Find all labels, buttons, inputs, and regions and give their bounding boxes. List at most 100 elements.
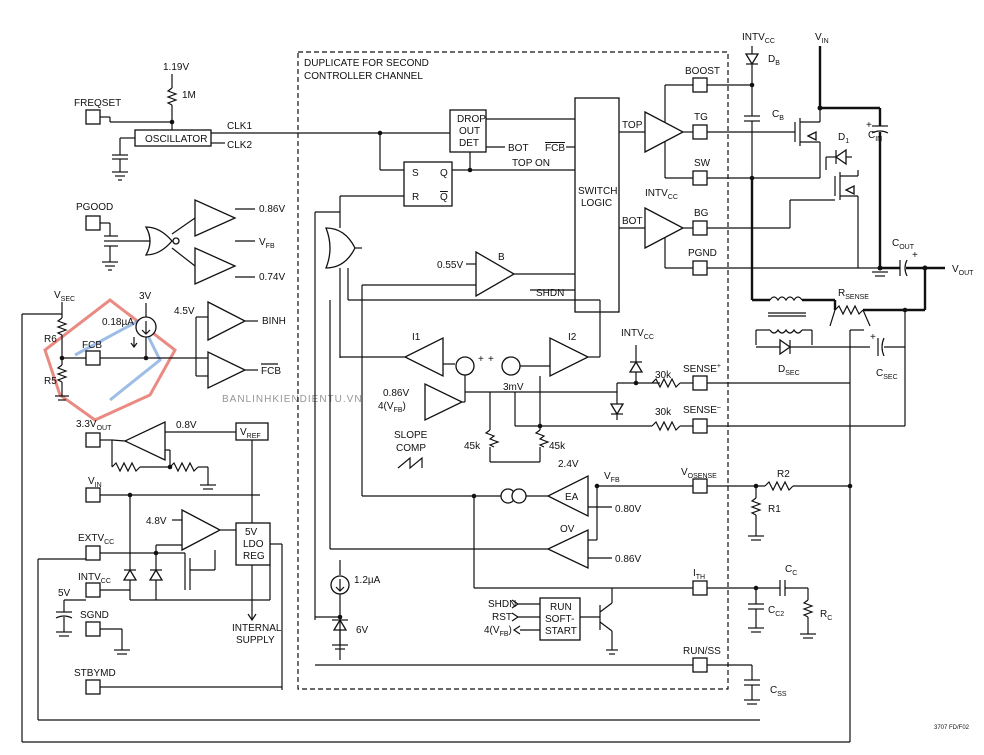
pin-sw-label: SW	[694, 158, 711, 169]
pin-3v3-out	[85, 432, 101, 448]
vref-label: VREF	[240, 427, 261, 440]
pin-ith	[692, 580, 708, 596]
pin-vsec-label: VSEC	[54, 290, 75, 303]
label-comp: COMP	[396, 443, 426, 454]
channel-boundary	[297, 51, 729, 690]
label-0-8v: 0.8V	[176, 420, 197, 431]
label-vout: VOUT	[952, 264, 974, 277]
comparator-fcb	[207, 350, 247, 390]
ldo-label-2: LDO	[243, 539, 264, 550]
ff-q: Q	[440, 168, 448, 179]
pin-extvcc-label: EXTVCC	[78, 533, 114, 546]
slope-comp-amp	[424, 382, 464, 422]
label-3mv: 3mV	[503, 382, 524, 393]
pin-pgood	[85, 215, 101, 231]
label-clk1: CLK1	[227, 121, 252, 132]
label-3v: 3V	[139, 291, 152, 302]
label-cb: CB	[772, 109, 784, 122]
label-r6: R6	[44, 334, 57, 345]
label-i1: I1	[412, 332, 421, 343]
pin-sense-plus-label: SENSE+	[683, 363, 721, 375]
comparator-ov-pgood	[194, 198, 237, 238]
ff-r: R	[412, 192, 419, 203]
pin-tg	[692, 124, 708, 140]
label-slope: SLOPE	[394, 430, 428, 441]
label-intvcc-bg: INTVCC	[645, 188, 678, 201]
error-amplifier	[546, 474, 589, 518]
label-2-4v: 2.4V	[558, 459, 579, 470]
comparator-binh	[207, 300, 247, 342]
pin-fcb	[85, 350, 101, 366]
comparator-uv-pgood	[194, 246, 237, 286]
label-clk2: CLK2	[227, 140, 252, 151]
label-top-on: TOP ON	[512, 158, 550, 169]
dropout-detector-block	[449, 109, 487, 153]
flip-flop	[403, 161, 453, 207]
label-rsense: RSENSE	[838, 288, 869, 301]
block-title-1: DUPLICATE FOR SECOND	[304, 58, 429, 69]
label-d1: D1	[838, 132, 849, 145]
label-fcb-in: FCB	[545, 143, 565, 154]
label-b: B	[498, 252, 505, 263]
label-vfb: VFB	[259, 237, 275, 250]
pin-boost	[692, 77, 708, 93]
watermark: BANLINHKIENDIENTU.VN	[43, 298, 362, 422]
label-0-18ua: 0.18µA	[102, 317, 134, 328]
pin-tg-label: TG	[694, 112, 708, 123]
run-softstart-block	[539, 597, 581, 641]
label-0-86v-b: 0.86V	[383, 388, 409, 399]
ff-qb: Q	[440, 192, 448, 203]
pin-sgnd	[85, 621, 101, 637]
pin-sense-minus	[692, 418, 708, 434]
current-comparator-i1	[403, 336, 444, 378]
dropout-label-3: DET	[459, 138, 479, 149]
gm-stage-2	[511, 488, 527, 504]
label-intvcc-db: INTVCC	[742, 32, 775, 45]
label-vin-top: VIN	[815, 32, 829, 45]
label-cout: COUT	[892, 238, 915, 251]
sum-plus-1: +	[478, 354, 484, 365]
label-0-55v: 0.55V	[437, 260, 463, 271]
pin-sense-minus-label: SENSE–	[683, 404, 721, 416]
label-r2: R2	[777, 469, 790, 480]
ldo-label-1: 5V	[245, 527, 258, 538]
runsoft-label-1: RUN	[550, 602, 572, 613]
pin-vosense-label: VOSENSE	[681, 467, 717, 480]
sum-plus-2: +	[488, 354, 494, 365]
dropout-label-1: DROP	[457, 114, 486, 125]
csec-plus: +	[870, 332, 876, 343]
comparator-b	[475, 250, 516, 298]
switch-logic-block	[574, 97, 620, 313]
ff-s: S	[412, 168, 419, 179]
pin-stbymd-label: STBYMD	[74, 668, 116, 679]
label-45k-1: 45k	[464, 441, 481, 452]
pin-bg-label: BG	[694, 208, 709, 219]
label-1-2ua: 1.2µA	[354, 575, 381, 586]
or-gate-reset	[325, 227, 356, 269]
label-4vfb: 4(VFB)	[378, 401, 406, 414]
bottom-gate-driver	[644, 206, 685, 250]
label-internal: INTERNAL	[232, 623, 282, 634]
ldo-label-3: REG	[243, 551, 265, 562]
label-5v: 5V	[58, 588, 71, 599]
runsoft-label-2: SOFT-	[545, 614, 574, 625]
current-comparator-i2	[549, 336, 590, 378]
dropout-label-2: OUT	[459, 126, 480, 137]
label-bot-2: BOT	[622, 216, 643, 227]
switch-label-2: LOGIC	[581, 198, 612, 209]
label-4-5v: 4.5V	[174, 306, 195, 317]
oscillator-label: OSCILLATOR	[145, 134, 207, 145]
pin-bg	[692, 220, 708, 236]
label-rst: RST	[492, 612, 512, 623]
summing-node-2	[501, 356, 521, 376]
pin-boost-label: BOOST	[685, 66, 720, 77]
label-top: TOP	[622, 120, 643, 131]
pin-vin-left-label: VIN	[88, 476, 102, 489]
pin-vosense	[692, 478, 708, 494]
label-30k-1: 30k	[655, 370, 672, 381]
summing-node-1	[455, 356, 475, 376]
label-binh: BINH	[262, 316, 286, 327]
label-fcb-out: FCB	[261, 366, 281, 377]
label-45k-2: 45k	[549, 441, 566, 452]
